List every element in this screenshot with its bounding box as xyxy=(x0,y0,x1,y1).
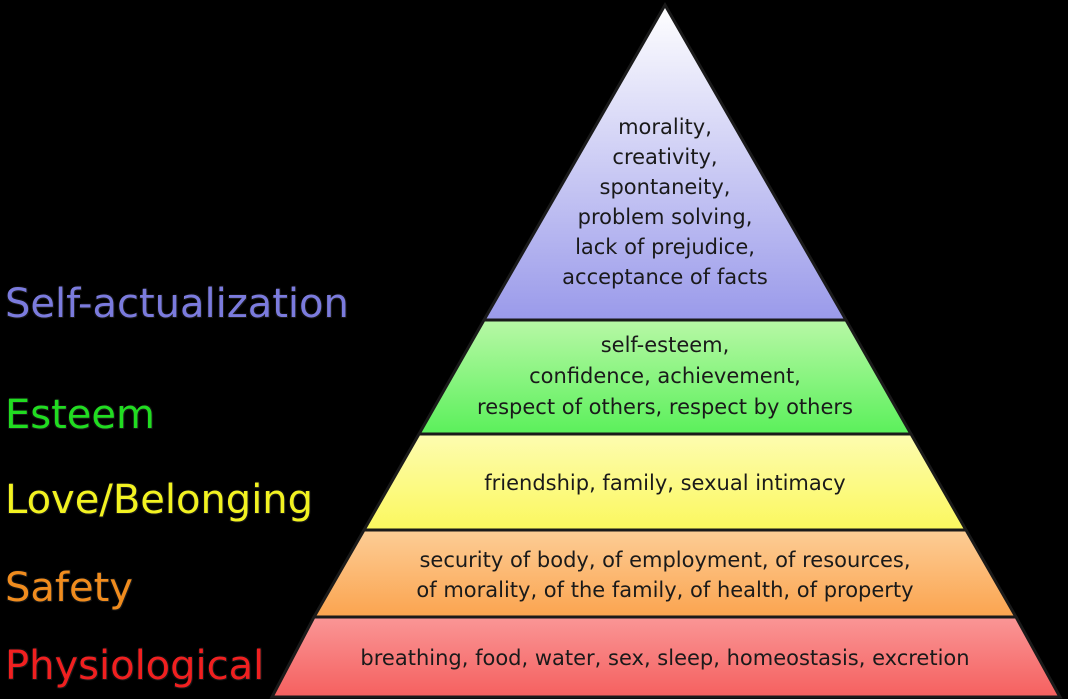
tier-text-line: friendship, family, sexual intimacy xyxy=(484,471,845,495)
tier-safety: security of body, of employment, of reso… xyxy=(311,528,1019,619)
tier-text-line: security of body, of employment, of reso… xyxy=(419,548,910,572)
tier-text-line: acceptance of facts xyxy=(562,265,768,289)
tier-text-line: respect of others, respect by others xyxy=(477,395,853,419)
tier-text-line: creativity, xyxy=(612,145,717,169)
tier-text-line: breathing, food, water, sex, sleep, home… xyxy=(360,646,969,670)
tier-esteem: self-esteem, confidence, achievement, re… xyxy=(416,318,914,436)
tier-text-line: lack of prejudice, xyxy=(575,235,755,259)
tier-text-line: self-esteem, xyxy=(601,333,730,357)
tier-physiological: breathing, food, water, sex, sleep, home… xyxy=(269,615,1063,699)
tier-text-line: spontaneity, xyxy=(600,175,731,199)
tier-self-actualization: morality, creativity, spontaneity, probl… xyxy=(481,1,849,322)
tier-text-line: confidence, achievement, xyxy=(529,364,801,388)
tier-text-line: of morality, of the family, of health, o… xyxy=(416,578,913,602)
tier-shape-safety xyxy=(311,528,1019,619)
tier-text-line: morality, xyxy=(618,115,712,139)
tier-text-line: problem solving, xyxy=(578,205,753,229)
tier-shape-physiological xyxy=(269,615,1063,699)
tier-love-belonging: friendship, family, sexual intimacy xyxy=(361,432,969,532)
